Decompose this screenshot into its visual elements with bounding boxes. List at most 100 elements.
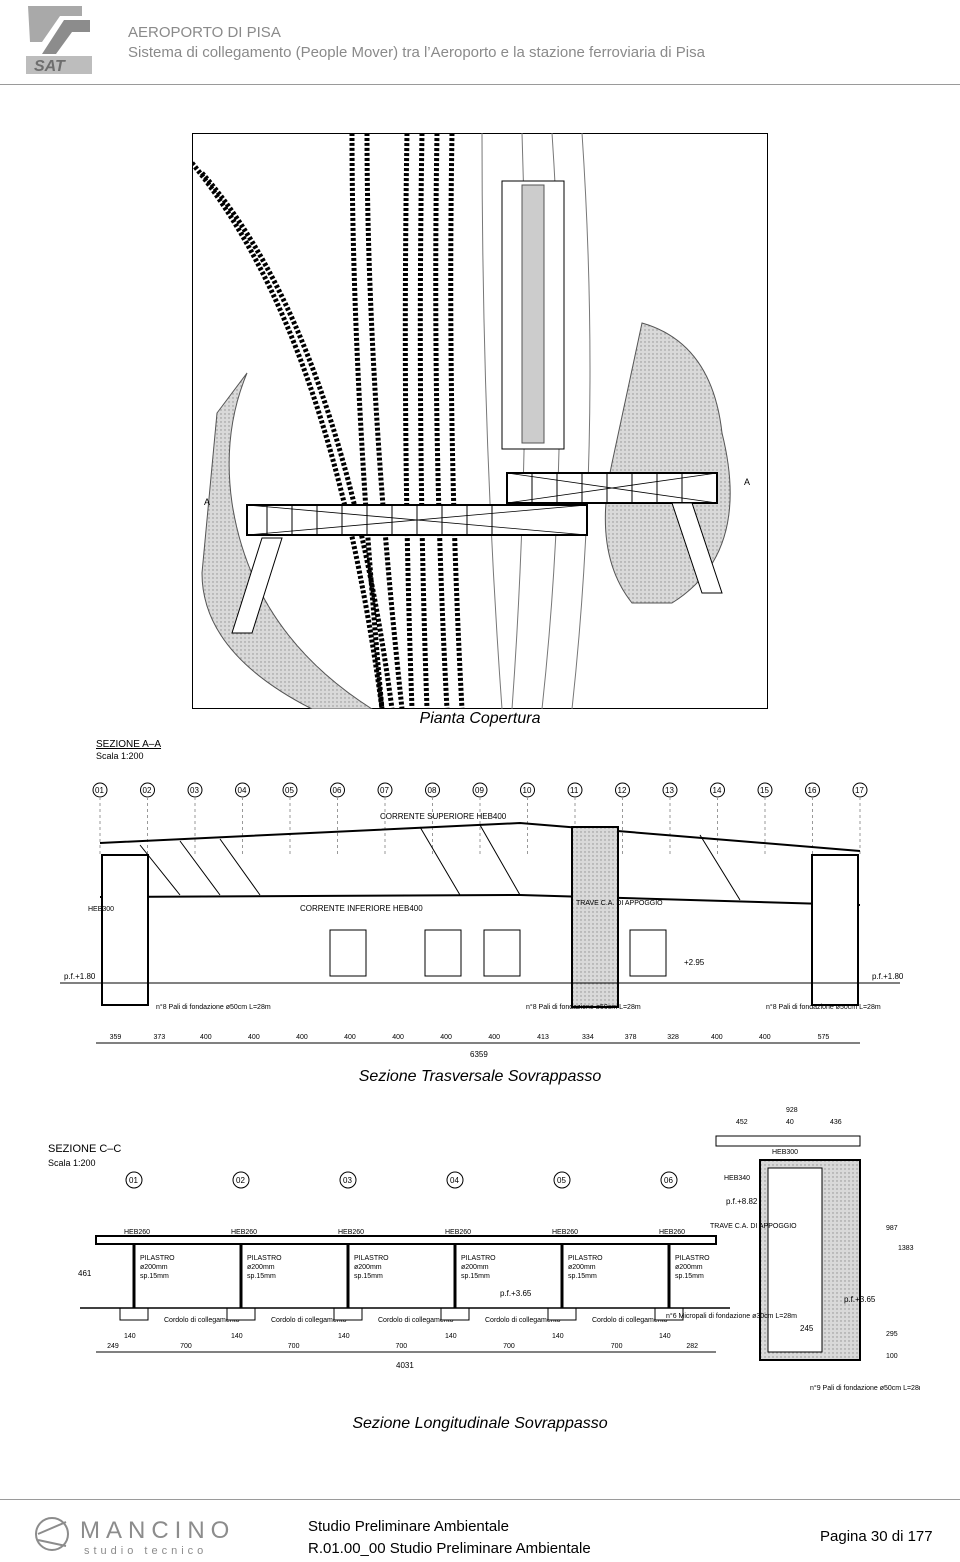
- cc-pf-right: p.f.+3.65: [844, 1295, 876, 1304]
- span-label: 400: [488, 1034, 500, 1041]
- axis-label: 05: [557, 1176, 566, 1185]
- section-cc-caption: Sezione Longitudinale Sovrappasso: [352, 1415, 608, 1432]
- axis-bubble: [553, 1171, 571, 1189]
- pillar-sp: sp.15mm: [461, 1273, 490, 1280]
- cc-height: 461: [78, 1269, 92, 1278]
- footer-doc-code: R.01.00_00 Studio Preliminare Ambientale: [308, 1540, 591, 1557]
- span-label: 400: [344, 1034, 356, 1041]
- cordolo-label: Cordolo di collegamento: [164, 1317, 240, 1324]
- span-label: 400: [711, 1034, 723, 1041]
- cordolo-label: Cordolo di collegamento: [271, 1317, 347, 1324]
- cc-total: 4031: [396, 1361, 414, 1370]
- section-aa-scale: Scala 1:200: [96, 751, 144, 761]
- section-cc-title: SEZIONE C–C: [48, 1143, 121, 1155]
- pillar-dia: ø200mm: [461, 1264, 489, 1271]
- axis-label: 06: [333, 786, 342, 795]
- axis-bubble: [446, 1171, 464, 1189]
- axis-label: 04: [450, 1176, 459, 1185]
- section-aa-title: SEZIONE A–A: [96, 739, 161, 750]
- axis-bubble: [125, 1171, 143, 1189]
- span-label: 700: [288, 1343, 300, 1350]
- pillar-dia: ø200mm: [140, 1264, 168, 1271]
- axis-label: 07: [380, 786, 389, 795]
- pillar-dia: ø200mm: [354, 1264, 382, 1271]
- dim-label: 987: [886, 1225, 898, 1232]
- axis-bubble: [660, 1171, 678, 1189]
- piles-left: n°8 Pali di fondazione ø50cm L=28m: [156, 1003, 271, 1011]
- span-label: 334: [582, 1034, 594, 1041]
- section-cc-scale: Scala 1:200: [48, 1158, 96, 1168]
- dim-label: 40: [786, 1119, 794, 1126]
- beam-label: HEB260: [552, 1229, 578, 1236]
- plan-svg: A A: [190, 132, 768, 710]
- pf-platform: +2.95: [684, 958, 705, 967]
- axis-label: 06: [664, 1176, 673, 1185]
- span-label: 328: [667, 1034, 679, 1041]
- pillar-dia: ø200mm: [247, 1264, 275, 1271]
- pier-width: 140: [659, 1333, 671, 1340]
- axis-bubble: [232, 1171, 250, 1189]
- cc-right-base: 245: [800, 1324, 814, 1333]
- piles-mid: n°8 Pali di fondazione ø50cm L=28m: [526, 1003, 641, 1011]
- pier-width: 140: [231, 1333, 243, 1340]
- beam-label: HEB260: [338, 1229, 364, 1236]
- svg-text:A: A: [744, 477, 750, 487]
- span-label: 282: [686, 1343, 698, 1350]
- svg-text:MANCINO: MANCINO: [80, 1517, 235, 1544]
- axis-label: 09: [475, 786, 484, 795]
- axis-label: 02: [143, 786, 152, 795]
- pillar-sp: sp.15mm: [247, 1273, 276, 1280]
- beam-label: HEB260: [124, 1229, 150, 1236]
- dim-label: 928: [786, 1107, 798, 1114]
- beam-label: HEB260: [445, 1229, 471, 1236]
- axis-label: 14: [713, 786, 722, 795]
- pier-cap: [547, 1307, 577, 1321]
- pillar-label: PILASTRO: [568, 1255, 603, 1262]
- pier-cap: [333, 1307, 363, 1321]
- cc-pf: p.f.+3.65: [500, 1289, 532, 1298]
- svg-text:SAT: SAT: [34, 58, 66, 75]
- axis-label: 03: [343, 1176, 352, 1185]
- sat-logo-icon: SAT: [26, 6, 92, 75]
- pillar-label: PILASTRO: [675, 1255, 710, 1262]
- pier-cap: [440, 1307, 470, 1321]
- axis-label: 12: [618, 786, 627, 795]
- cordolo-label: Cordolo di collegamento: [378, 1317, 454, 1324]
- cc-deck: [95, 1235, 717, 1245]
- axis-label: 08: [428, 786, 437, 795]
- pier-width: 140: [445, 1333, 457, 1340]
- axis-label: 15: [760, 786, 769, 795]
- pillar-label: PILASTRO: [247, 1255, 282, 1262]
- pillar-label: PILASTRO: [354, 1255, 389, 1262]
- trave-label: TRAVE C.A. DI APPOGGIO: [576, 900, 663, 907]
- dim-label: 100: [886, 1353, 898, 1360]
- rail-tracks: [190, 132, 465, 710]
- span-label: 700: [611, 1343, 623, 1350]
- span-label: 400: [296, 1034, 308, 1041]
- span-label: 400: [759, 1034, 771, 1041]
- beam-label: HEB260: [231, 1229, 257, 1236]
- pier-width: 140: [338, 1333, 350, 1340]
- pf-right: p.f.+1.80: [872, 972, 904, 981]
- pier-cap: [119, 1307, 149, 1321]
- cc-trave: TRAVE C.A. DI APPOGGIO: [710, 1223, 797, 1230]
- axis-label: 01: [129, 1176, 138, 1185]
- header-subtitle: Sistema di collegamento (People Mover) t…: [128, 44, 705, 61]
- span-label: 400: [248, 1034, 260, 1041]
- section-aa-total: 6359: [470, 1050, 488, 1059]
- axis-label: 11: [570, 786, 579, 795]
- beam-label: HEB300: [88, 906, 114, 913]
- pillar-sp: sp.15mm: [675, 1273, 704, 1280]
- heb300-label: HEB300: [772, 1149, 798, 1156]
- cordolo-label: Cordolo di collegamento: [485, 1317, 561, 1324]
- beam-label: HEB260: [659, 1229, 685, 1236]
- pillar-sp: sp.15mm: [140, 1273, 169, 1280]
- axis-bubble: [339, 1171, 357, 1189]
- span-label: 575: [818, 1034, 830, 1041]
